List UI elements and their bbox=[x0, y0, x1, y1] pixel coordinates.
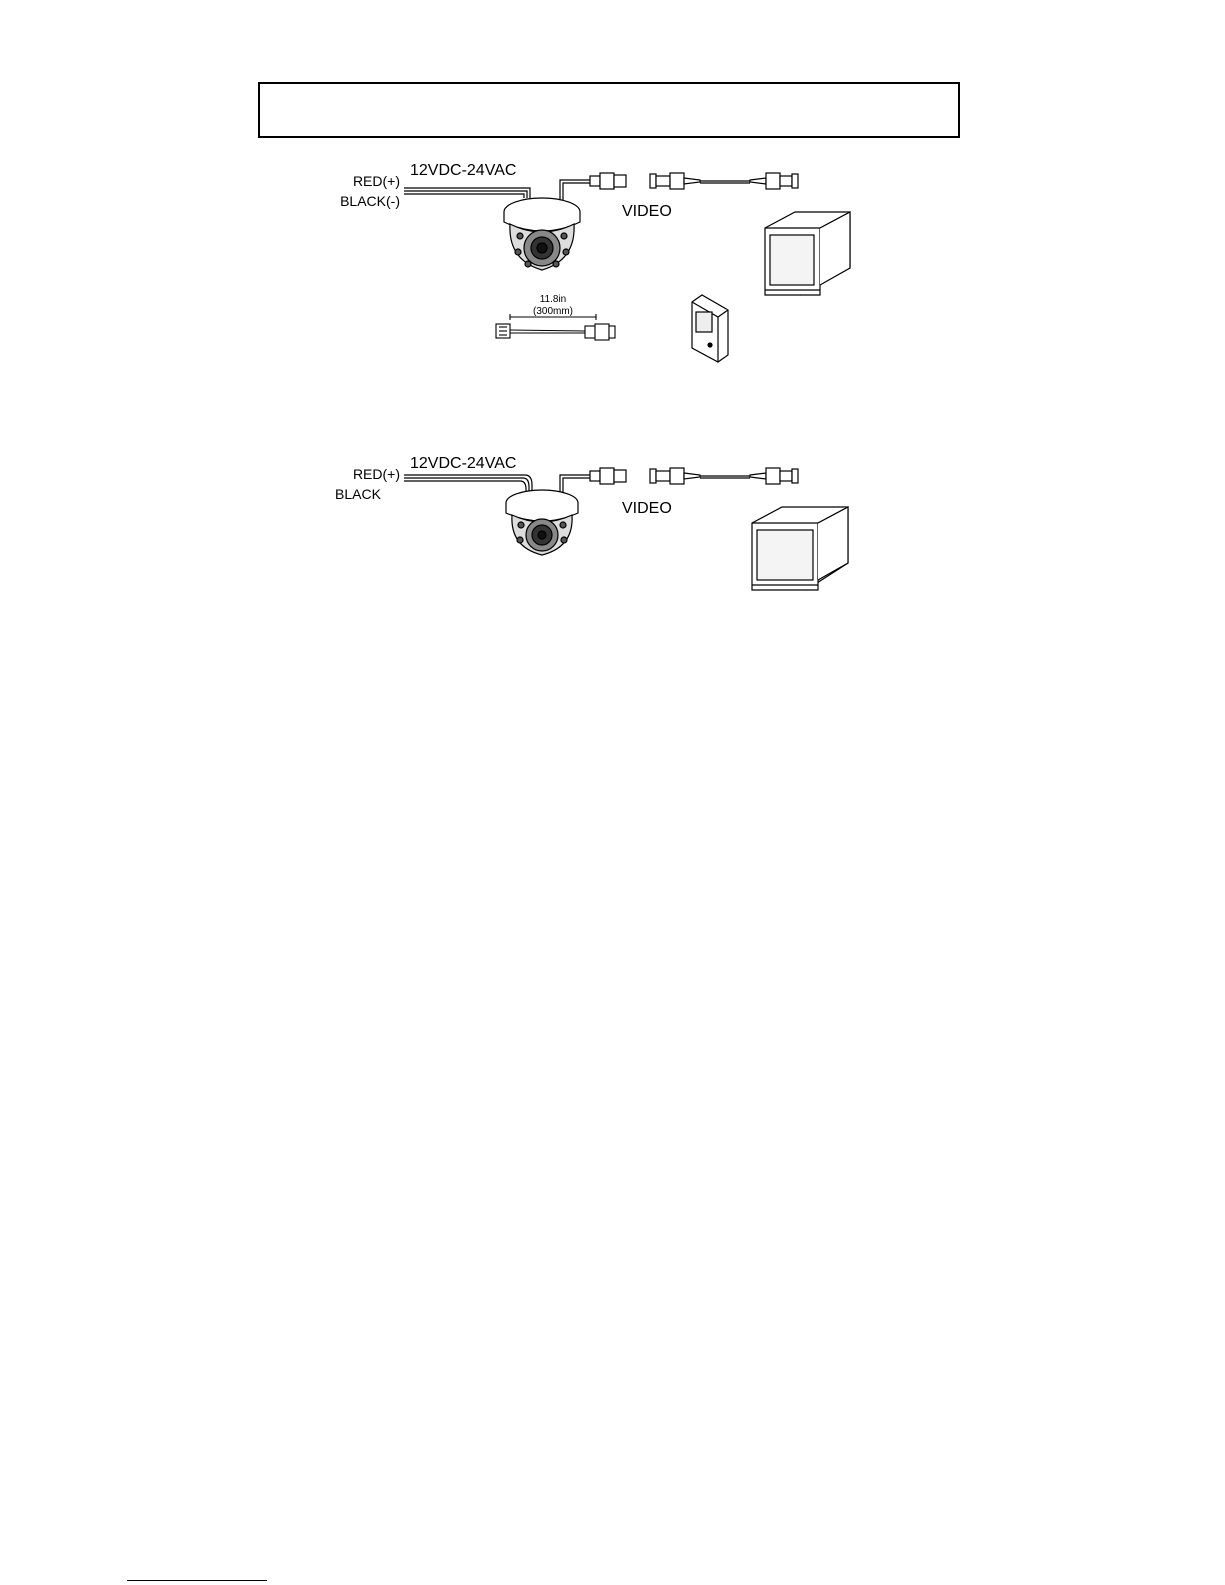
dome-camera-icon bbox=[506, 490, 578, 555]
adapter-cable-icon bbox=[496, 314, 615, 340]
header-box bbox=[258, 82, 960, 138]
voltage-label: 12VDC-24VAC bbox=[410, 163, 516, 179]
wire-negative-label: BLACK(-) bbox=[320, 194, 400, 208]
voltage-label: 12VDC-24VAC bbox=[410, 456, 516, 472]
bnc-connector-icon bbox=[590, 468, 626, 484]
wiring-diagram-drawing bbox=[320, 150, 880, 390]
power-wires bbox=[404, 475, 532, 491]
dome-camera-icon bbox=[504, 198, 580, 270]
wiring-diagram-direct: RED(+) BLACK 12VDC-24VAC VIDEO bbox=[320, 445, 880, 605]
power-adapter-icon bbox=[692, 295, 728, 362]
wire-negative-label: BLACK bbox=[300, 487, 415, 501]
wire-positive-label: RED(+) bbox=[320, 467, 400, 481]
wiring-diagram-drawing bbox=[320, 445, 880, 605]
wire-positive-label: RED(+) bbox=[320, 174, 400, 188]
bnc-cable-icon bbox=[650, 468, 798, 484]
bnc-cable-icon bbox=[650, 173, 798, 189]
bnc-connector-icon bbox=[590, 173, 626, 189]
video-lead bbox=[560, 180, 590, 200]
power-wires bbox=[404, 188, 530, 198]
video-lead bbox=[560, 475, 590, 493]
video-label: VIDEO bbox=[622, 501, 672, 517]
footnote-rule bbox=[127, 1580, 267, 1581]
cable-length-metric-label: (300mm) bbox=[518, 307, 588, 317]
video-label: VIDEO bbox=[622, 204, 672, 220]
monitor-icon bbox=[752, 507, 848, 590]
wiring-diagram-with-adapter: RED(+) BLACK(-) 12VDC-24VAC VIDEO 11.8in… bbox=[320, 150, 880, 390]
cable-length-label: 11.8in bbox=[518, 295, 588, 305]
monitor-icon bbox=[765, 212, 850, 295]
